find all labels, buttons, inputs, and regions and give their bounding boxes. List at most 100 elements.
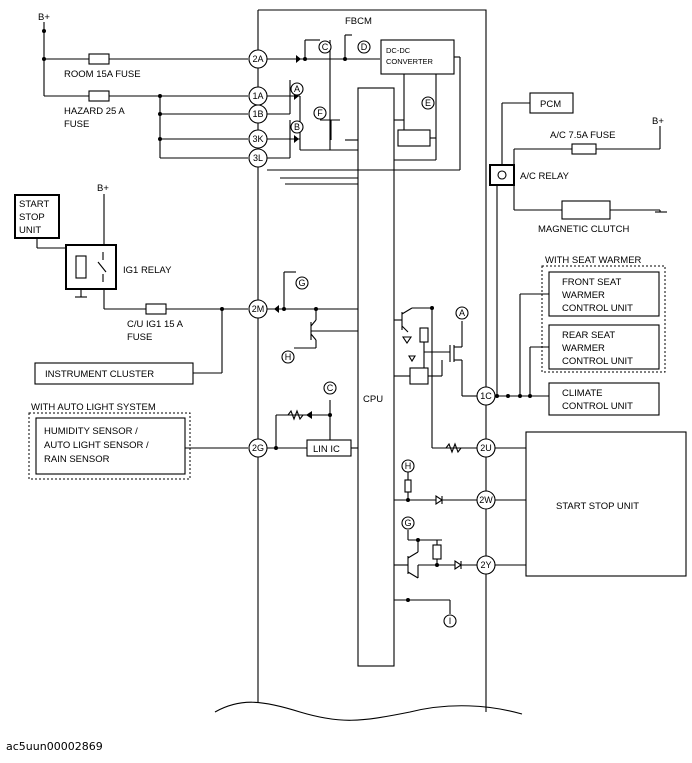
room-fuse bbox=[88, 53, 110, 65]
front-seat-warmer-label-1: FRONT SEAT bbox=[562, 277, 621, 288]
connector-2a: 2A bbox=[248, 49, 268, 69]
power-input-left: B+ ROOM 15A FUSE HAZARD 25 A FUSE bbox=[38, 12, 248, 159]
auto-light-group-label: WITH AUTO LIGHT SYSTEM bbox=[31, 402, 156, 413]
connector-3l: 3L bbox=[248, 148, 268, 168]
connector-1b-label: 1B bbox=[252, 109, 263, 119]
seat-warmer-driver bbox=[394, 306, 477, 448]
lin-ic: LIN IC bbox=[267, 400, 358, 457]
transistor-2m-wiring bbox=[267, 271, 358, 349]
auto-light-group: WITH AUTO LIGHT SYSTEM HUMIDITY SENSOR /… bbox=[28, 402, 248, 480]
connector-3k-label: 3K bbox=[252, 134, 263, 144]
front-seat-warmer-label-3: CONTROL UNIT bbox=[562, 303, 633, 314]
start-stop-small-unit: START STOP UNIT bbox=[14, 194, 77, 249]
ref-d: D bbox=[357, 40, 371, 54]
ref-c-label: C bbox=[322, 42, 329, 52]
dcdc-converter: DC-DC CONVERTER bbox=[380, 39, 455, 75]
ac-fuse-label: A/C 7.5A FUSE bbox=[550, 130, 615, 141]
start-stop-unit: START STOP UNIT bbox=[525, 431, 687, 577]
internal-power-wiring bbox=[267, 34, 461, 185]
ref-f-label: F bbox=[317, 108, 323, 118]
pcm-label: PCM bbox=[540, 99, 561, 110]
connector-2w: 2W bbox=[476, 490, 496, 510]
start-stop-wiring bbox=[394, 442, 526, 614]
climate-control-unit: CLIMATE CONTROL UNIT bbox=[548, 382, 660, 416]
connector-2a-label: 2A bbox=[252, 54, 263, 64]
seat-warmer-group: WITH SEAT WARMER FRONT SEAT WARMER CONTR… bbox=[519, 255, 666, 396]
ref-c: C bbox=[318, 40, 332, 54]
connector-1a-label: 1A bbox=[252, 91, 263, 101]
ref-a-top: A bbox=[290, 82, 304, 96]
connector-1c: 1C bbox=[476, 386, 496, 406]
ref-g-top-label: G bbox=[298, 278, 305, 288]
humidity-sensor-label-2: AUTO LIGHT SENSOR / bbox=[44, 440, 149, 451]
ac-fuse bbox=[571, 143, 597, 155]
start-stop-small-label-2: STOP bbox=[19, 212, 45, 223]
ref-a-right-label: A bbox=[459, 308, 465, 318]
can-bus-1c bbox=[495, 394, 549, 398]
ref-b: B bbox=[290, 120, 304, 134]
ref-a-right: A bbox=[455, 306, 469, 320]
rear-seat-warmer-label-3: CONTROL UNIT bbox=[562, 356, 633, 367]
hazard-fuse bbox=[88, 90, 110, 102]
connector-2w-label: 2W bbox=[479, 495, 493, 505]
humidity-sensor-label-1: HUMIDITY SENSOR / bbox=[44, 426, 138, 437]
cpu-label: CPU bbox=[363, 394, 383, 405]
lin-ic-label: LIN IC bbox=[313, 444, 340, 455]
ref-h-top: H bbox=[281, 350, 295, 364]
rear-seat-warmer-label-2: WARMER bbox=[562, 343, 605, 354]
ref-h-top-label: H bbox=[285, 352, 292, 362]
b-plus-relay-label: B+ bbox=[97, 183, 109, 194]
connector-2u: 2U bbox=[476, 438, 496, 458]
ref-e-label: E bbox=[425, 98, 431, 108]
ref-b-label: B bbox=[294, 122, 300, 132]
cu-ig1-fuse bbox=[145, 303, 167, 315]
room-fuse-label: ROOM 15A FUSE bbox=[64, 69, 141, 80]
rear-seat-warmer-label-1: REAR SEAT bbox=[562, 330, 615, 341]
hazard-fuse-label-2: FUSE bbox=[64, 119, 89, 130]
ref-a-top-label: A bbox=[294, 84, 300, 94]
ref-e: E bbox=[421, 96, 435, 110]
ac-relay-label: A/C RELAY bbox=[520, 171, 570, 182]
ref-i-label: I bbox=[449, 616, 452, 626]
connector-2y-label: 2Y bbox=[480, 560, 491, 570]
figure-id-caption: ac5uun00002869 bbox=[6, 740, 103, 753]
b-plus-label: B+ bbox=[38, 12, 50, 23]
start-stop-small-label-1: START bbox=[19, 199, 49, 210]
ref-h-bottom: H bbox=[401, 459, 415, 473]
ref-c-lin-label: C bbox=[327, 383, 334, 393]
connector-2m: 2M bbox=[248, 299, 268, 319]
fbcm-title: FBCM bbox=[345, 16, 372, 27]
fbcm-module: FBCM bbox=[214, 9, 523, 721]
cu-ig1-fuse-label-2: FUSE bbox=[127, 332, 152, 343]
cu-ig1-fuse-label-1: C/U IG1 15 A bbox=[127, 319, 184, 330]
connector-2g: 2G bbox=[248, 438, 268, 458]
dcdc-label-2: CONVERTER bbox=[386, 57, 434, 66]
ref-g-bottom: G bbox=[401, 516, 415, 530]
humidity-sensor-label-3: RAIN SENSOR bbox=[44, 454, 110, 465]
start-stop-unit-label: START STOP UNIT bbox=[556, 501, 639, 512]
instrument-cluster-label: INSTRUMENT CLUSTER bbox=[45, 369, 154, 380]
ref-g-top: G bbox=[295, 276, 309, 290]
ig1-relay: B+ IG1 RELAY C/U IG1 15 A FUSE bbox=[65, 183, 248, 374]
ref-f: F bbox=[313, 106, 327, 120]
climate-control-label-2: CONTROL UNIT bbox=[562, 401, 633, 412]
start-stop-small-label-3: UNIT bbox=[19, 225, 41, 236]
pcm-block: PCM bbox=[501, 92, 574, 165]
ig1-relay-label: IG1 RELAY bbox=[123, 265, 172, 276]
seat-warmer-group-label: WITH SEAT WARMER bbox=[545, 255, 642, 266]
cpu-block: CPU bbox=[357, 87, 395, 667]
connector-1c-label: 1C bbox=[480, 391, 492, 401]
connector-2u-label: 2U bbox=[480, 443, 492, 453]
ref-c-lin: C bbox=[323, 381, 337, 395]
ref-i: I bbox=[443, 614, 457, 628]
magnetic-clutch-label: MAGNETIC CLUTCH bbox=[538, 224, 629, 235]
ac-relay: A/C RELAY A/C 7.5A FUSE B+ bbox=[489, 116, 664, 211]
climate-control-label-1: CLIMATE bbox=[562, 388, 602, 399]
front-seat-warmer-label-2: WARMER bbox=[562, 290, 605, 301]
connector-2y: 2Y bbox=[476, 555, 496, 575]
instrument-cluster: INSTRUMENT CLUSTER bbox=[34, 362, 194, 385]
ref-h-bottom-label: H bbox=[405, 461, 412, 471]
connector-3k: 3K bbox=[248, 129, 268, 149]
connector-3l-label: 3L bbox=[253, 153, 263, 163]
